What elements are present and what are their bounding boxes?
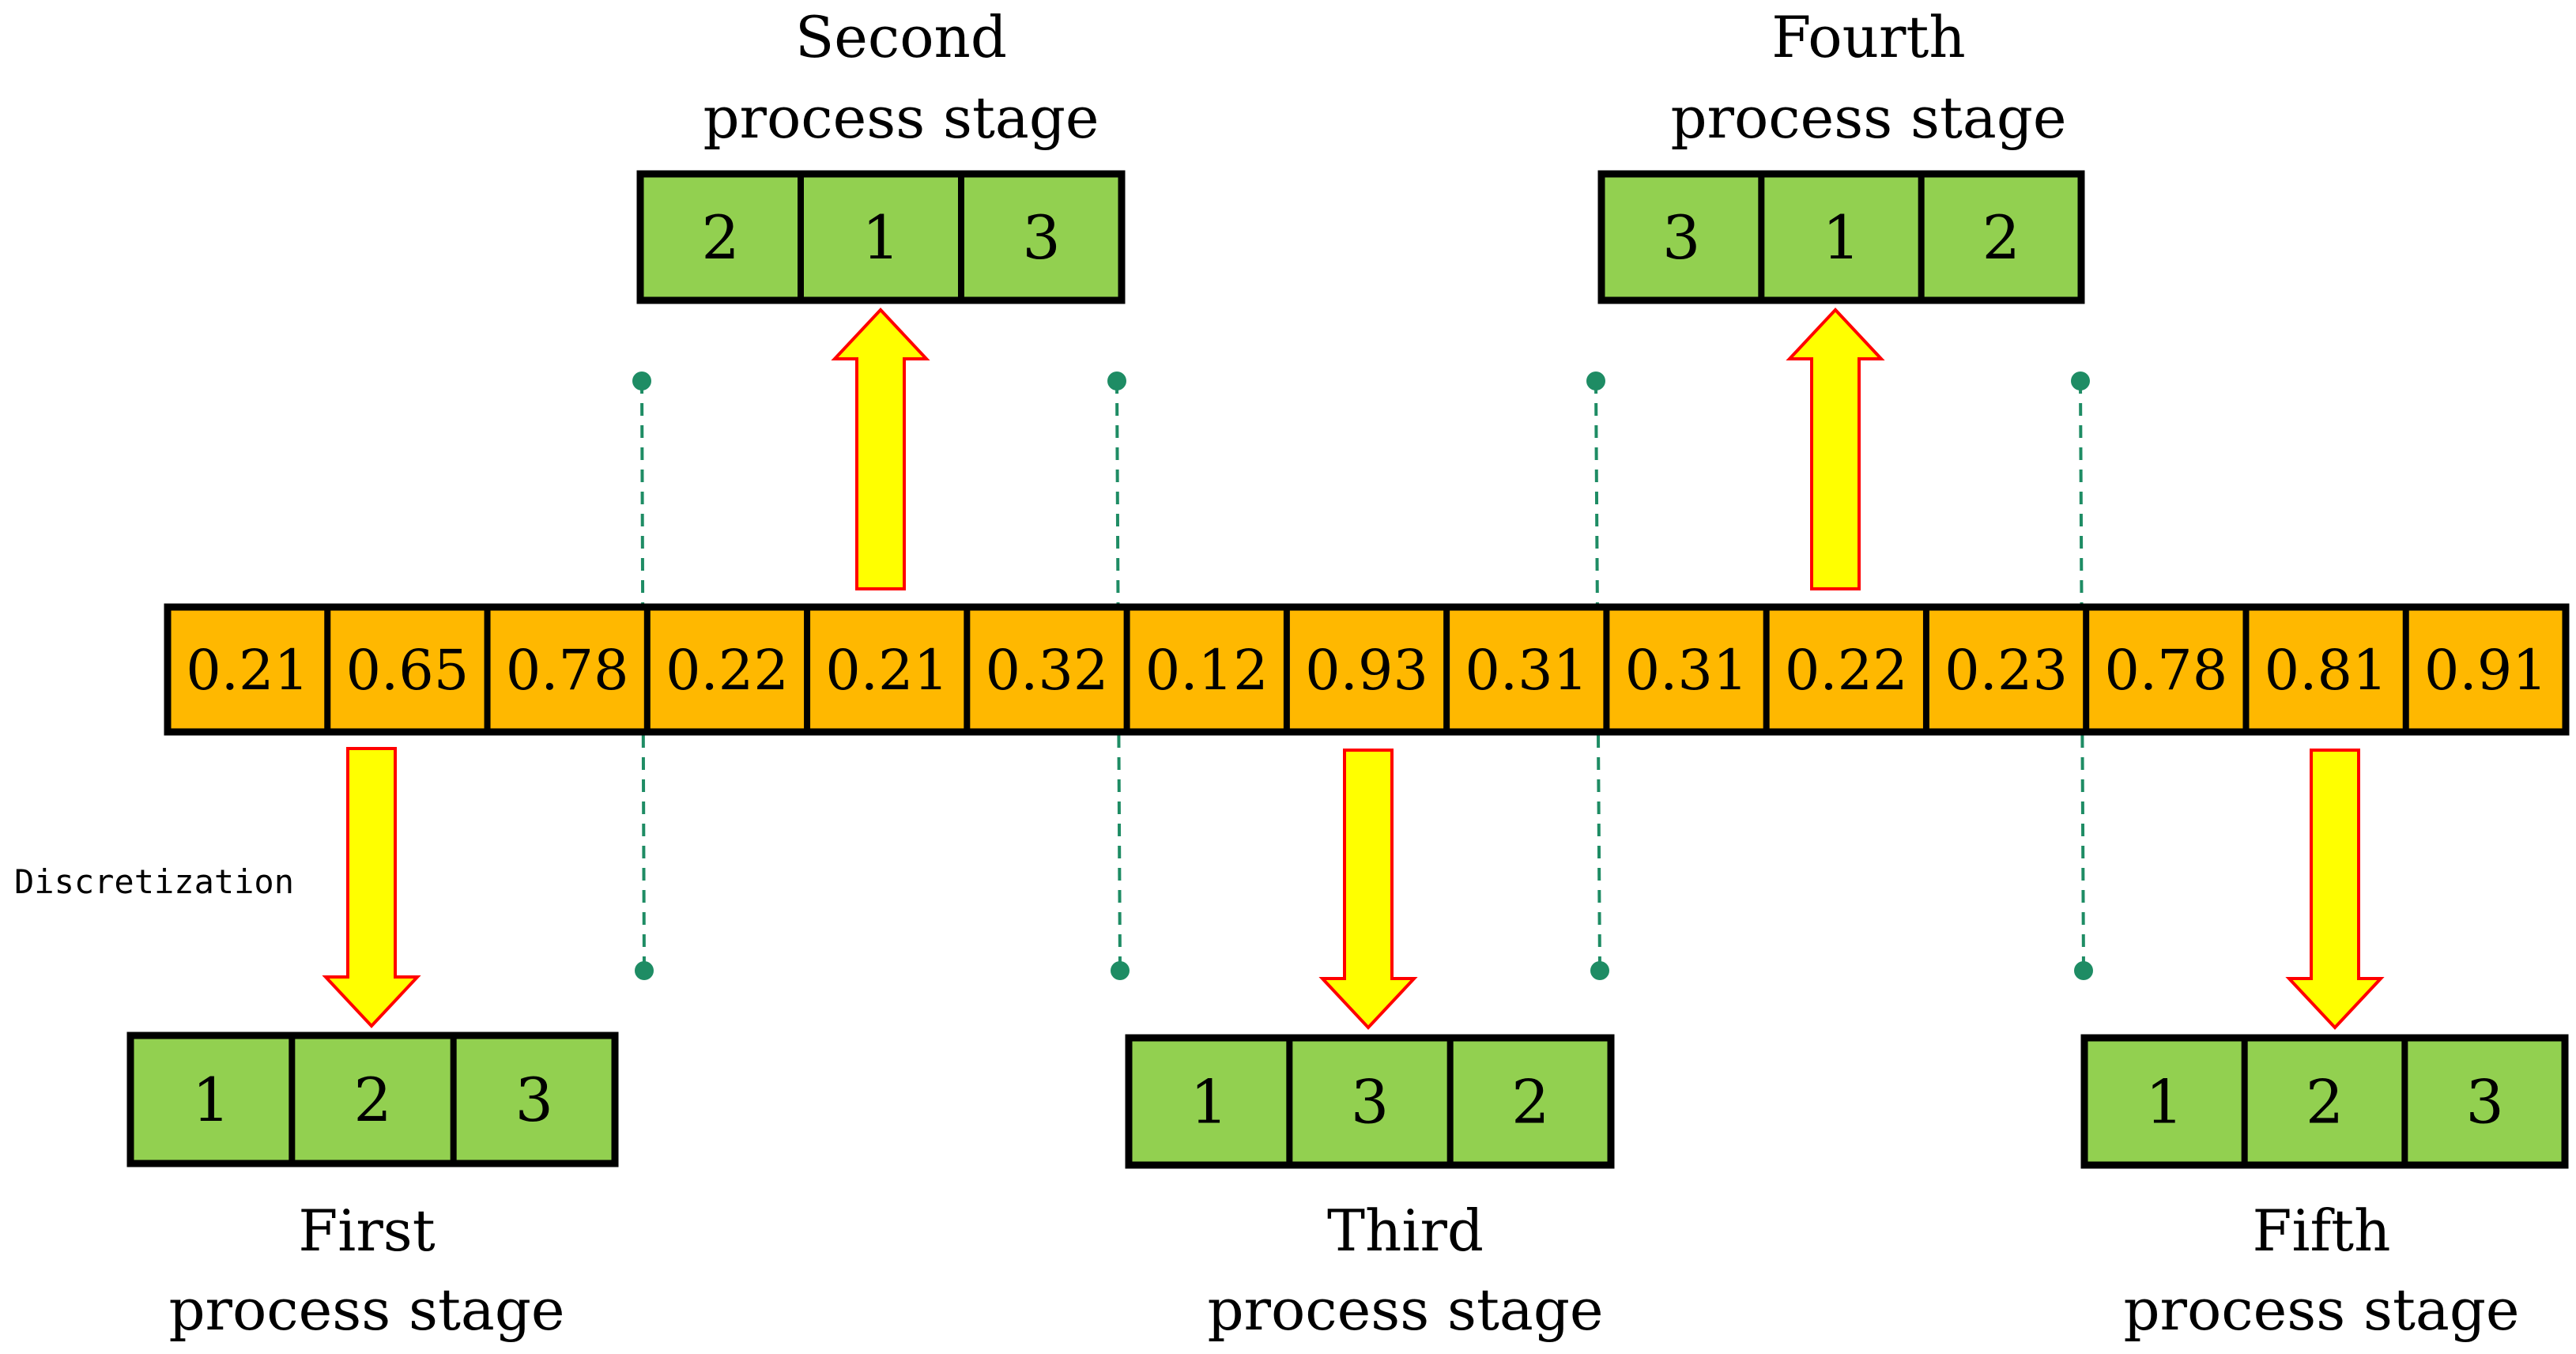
up-arrow xyxy=(831,307,930,590)
stage-cell-value: 3 xyxy=(1662,202,1700,273)
divider-dot xyxy=(632,372,651,390)
stage-title: Fifth xyxy=(2253,1197,2391,1264)
stage-cell-value: 2 xyxy=(1511,1067,1549,1137)
stage-cell-value: 1 xyxy=(1190,1067,1228,1137)
stage-subtitle: process stage xyxy=(168,1277,564,1343)
encoding-cell-value: 0.22 xyxy=(666,638,789,703)
down-arrow xyxy=(1318,749,1418,1030)
stage-subtitle: process stage xyxy=(1207,1277,1603,1343)
stage-cell-value: 1 xyxy=(2145,1067,2183,1137)
divider-dot xyxy=(635,961,654,980)
stage-frame xyxy=(636,170,1126,304)
encoding-vector: 0.21 0.65 0.78 0.22 0.21 0.32 0.12 0.93 0.31 0.31… xyxy=(164,603,2570,736)
stage-cell-value: 2 xyxy=(701,202,739,273)
encoding-cell-value: 0.32 xyxy=(986,638,1109,703)
encoding-cell-value: 0.31 xyxy=(1625,638,1748,703)
divider-dot xyxy=(2071,372,2090,390)
down-arrow xyxy=(322,747,421,1028)
divider-dot xyxy=(1590,961,1609,980)
stage-subtitle: process stage xyxy=(2123,1277,2519,1343)
encoding-cell-value: 0.12 xyxy=(1145,638,1269,703)
encoding-cell-value: 0.22 xyxy=(1785,638,1908,703)
encoding-cell-value: 0.23 xyxy=(1944,638,2068,703)
down-arrow xyxy=(2285,749,2385,1030)
stage-subtitle: process stage xyxy=(703,85,1099,151)
stage-2: 2 1 3 Second process stage xyxy=(636,4,1126,304)
stage-cell-value: 2 xyxy=(353,1065,391,1135)
encoding-cell-value: 0.65 xyxy=(345,638,469,703)
divider-dot xyxy=(1586,372,1605,390)
encoding-cell-value: 0.21 xyxy=(186,638,309,703)
encoding-cell-value: 0.31 xyxy=(1465,638,1588,703)
divider-dot xyxy=(1107,372,1126,390)
encoding-frame xyxy=(164,603,2570,736)
stage-title: First xyxy=(298,1197,435,1264)
stage-cell-value: 1 xyxy=(862,202,900,273)
stage-cell-value: 2 xyxy=(2306,1067,2344,1137)
stage-cell-value: 3 xyxy=(2465,1067,2503,1137)
stage-title: Third xyxy=(1327,1197,1484,1264)
discretization-label: Discretization xyxy=(14,862,294,901)
stage-frame xyxy=(2080,1034,2569,1169)
encoding-cell-value: 0.93 xyxy=(1305,638,1428,703)
stage-cell-value: 3 xyxy=(1022,202,1060,273)
discretization-arrows xyxy=(322,307,2385,1030)
divider-dot xyxy=(1111,961,1130,980)
encoding-cell-value: 0.78 xyxy=(506,638,629,703)
stage-frame xyxy=(1125,1034,1615,1169)
stage-4: 3 1 2 Fourth process stage xyxy=(1597,4,2085,304)
stage-title: Fourth xyxy=(1771,4,1965,70)
encoding-cell-value: 0.21 xyxy=(825,638,949,703)
stage-title: Second xyxy=(795,4,1007,70)
encoding-cell-value: 0.81 xyxy=(2265,638,2388,703)
stage-frame xyxy=(126,1032,619,1167)
up-arrow xyxy=(1786,307,1885,590)
encoding-cell-value: 0.78 xyxy=(2104,638,2227,703)
stage-frame xyxy=(1597,170,2085,304)
stage-subtitle: process stage xyxy=(1670,85,2066,151)
stage-cell-value: 1 xyxy=(192,1065,230,1135)
stage-cell-value: 2 xyxy=(1982,202,2020,273)
divider-dot xyxy=(2074,961,2093,980)
encoding-cell-value: 0.91 xyxy=(2424,638,2548,703)
stage-cell-value: 1 xyxy=(1822,202,1860,273)
stage-cell-value: 3 xyxy=(515,1065,553,1135)
stage-cell-value: 3 xyxy=(1351,1067,1389,1137)
